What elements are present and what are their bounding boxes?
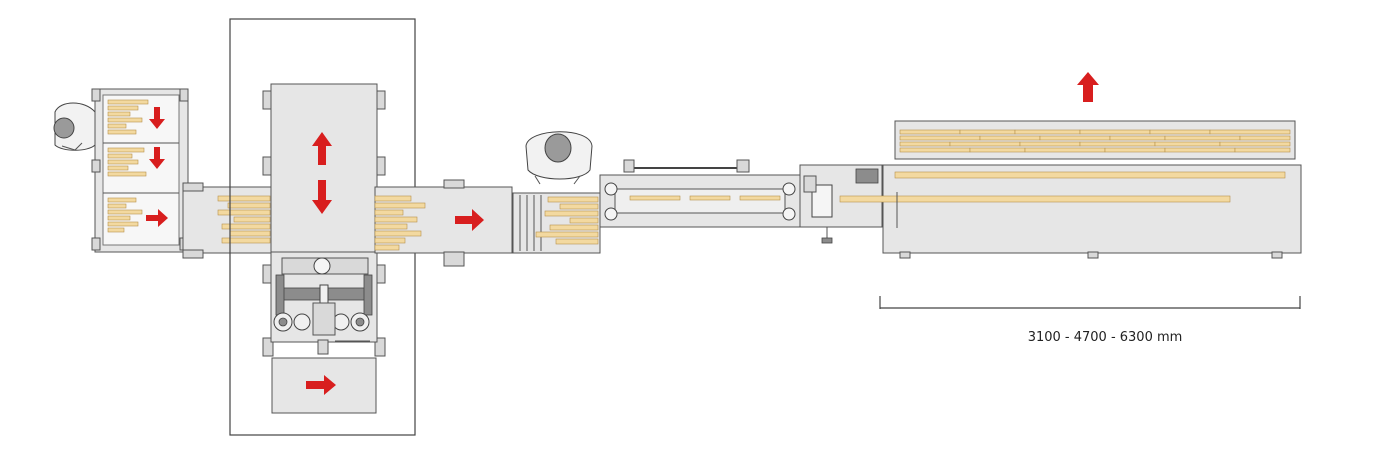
direction-arrow-icon — [149, 107, 165, 129]
transfer-conveyor — [374, 179, 513, 267]
infeed-magazine — [91, 88, 189, 253]
direction-arrow-icon — [1077, 72, 1099, 102]
dimension-bracket-icon — [879, 296, 1301, 309]
outfeed-stacker — [839, 120, 1302, 259]
operator-icon-left — [53, 102, 96, 151]
direction-arrow-icon — [149, 147, 165, 169]
direction-arrow-icon — [312, 132, 332, 165]
feed-table — [512, 192, 601, 254]
central-station — [262, 83, 386, 414]
direction-arrow-icon — [312, 180, 332, 214]
infeed-conveyor — [182, 182, 274, 259]
direction-arrow-icon — [146, 209, 168, 227]
direction-arrow-icon — [306, 375, 336, 395]
operator-icon-right — [525, 131, 593, 185]
direction-arrow-icon — [455, 209, 484, 231]
length-dimension-label: 3100 - 4700 - 6300 mm — [1027, 330, 1183, 345]
